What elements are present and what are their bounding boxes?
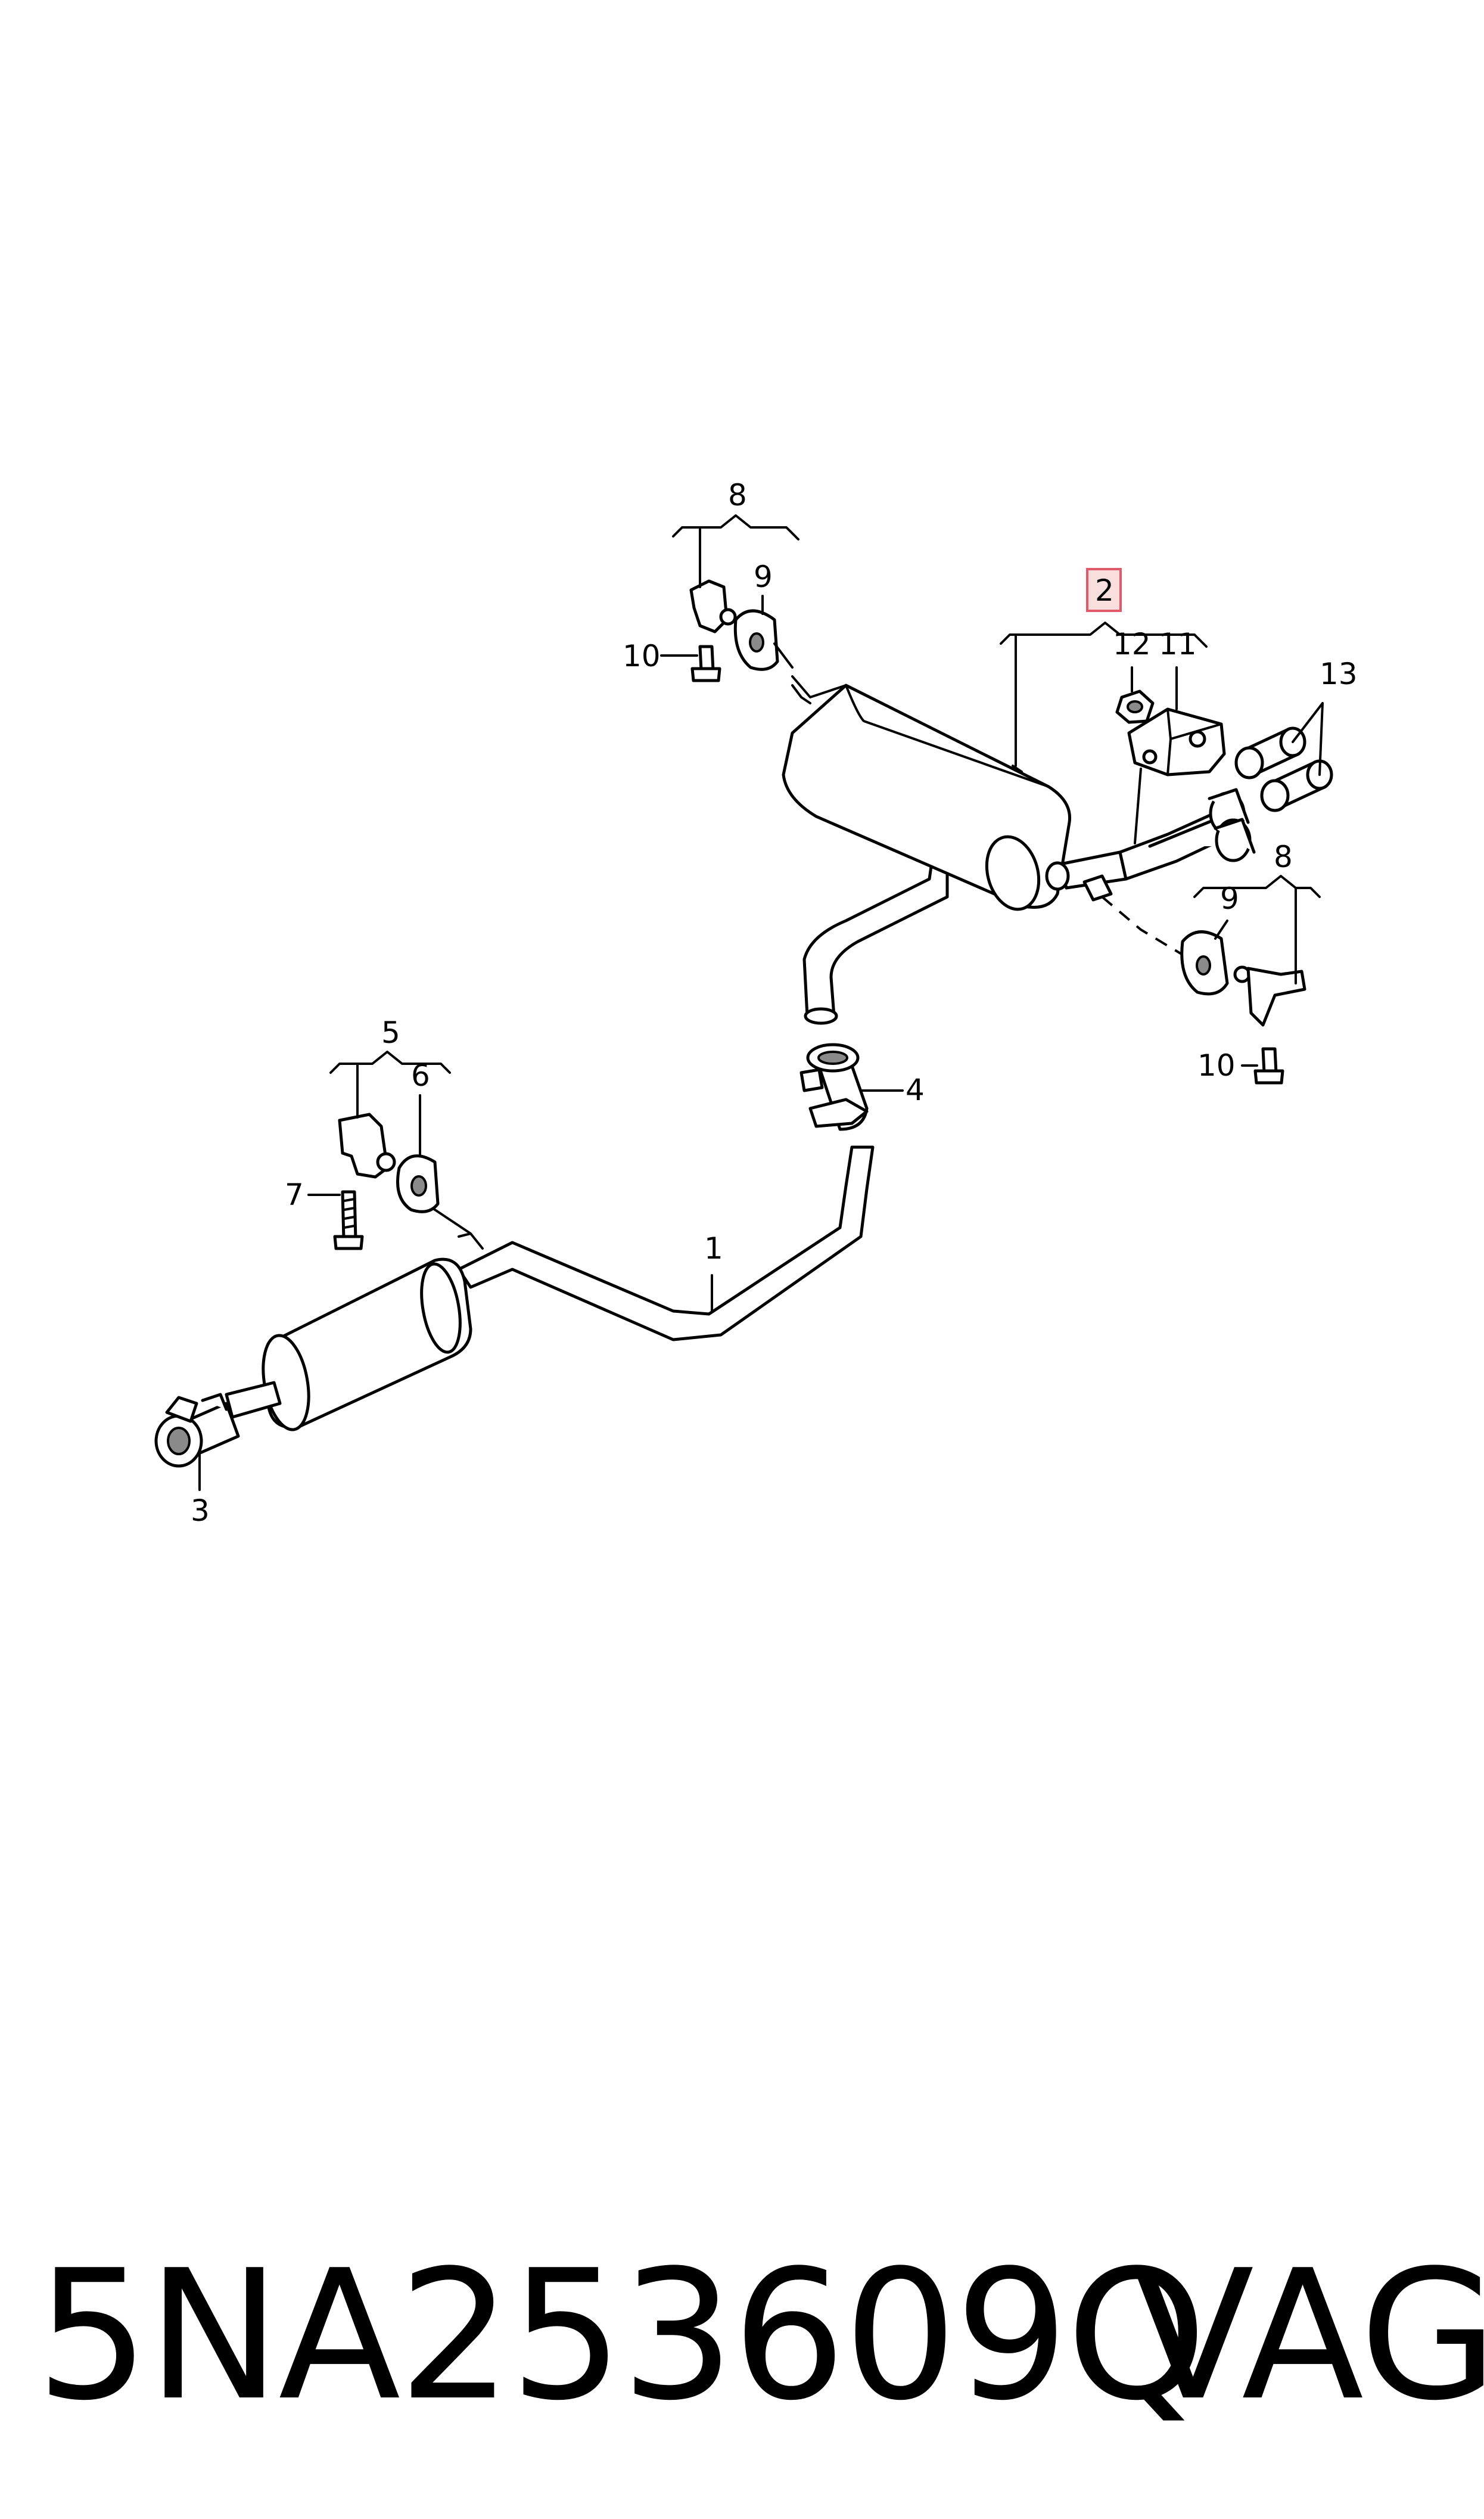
hanger-bracket-right bbox=[1246, 967, 1306, 1027]
callout-10-right: 10 bbox=[1197, 1048, 1236, 1083]
callout-4: 4 bbox=[906, 1073, 925, 1107]
callout-10-top: 10 bbox=[623, 639, 661, 673]
callout-2-highlight bbox=[1086, 568, 1122, 612]
callout-6: 6 bbox=[411, 1058, 430, 1093]
callout-labels: 1 2 3 4 5 6 7 8 9 10 12 11 13 8 9 10 bbox=[191, 478, 1358, 1528]
callout-2: 2 bbox=[1095, 573, 1114, 608]
tailpipe-tips bbox=[1234, 726, 1333, 812]
nut bbox=[1115, 689, 1155, 724]
bolt-top bbox=[698, 645, 715, 672]
top-hanger bbox=[689, 579, 794, 682]
footer: 5NA253609Q VAG bbox=[36, 2229, 1484, 2443]
callout-11: 11 bbox=[1159, 627, 1197, 661]
callout-8-right: 8 bbox=[1274, 840, 1293, 874]
callout-7: 7 bbox=[285, 1178, 304, 1212]
callout-8-top: 8 bbox=[728, 478, 747, 513]
twin-tailpipe bbox=[1118, 788, 1256, 881]
callout-9-top: 9 bbox=[754, 560, 773, 594]
clamp-front bbox=[154, 1393, 240, 1468]
brand-name: VAG bbox=[1132, 2232, 1484, 2440]
bolt-right bbox=[1261, 1047, 1278, 1074]
rear-silencer bbox=[782, 684, 1072, 911]
right-hanger bbox=[1180, 930, 1306, 1085]
front-pipe-assembly bbox=[225, 1145, 875, 1431]
callout-12: 12 bbox=[1113, 627, 1151, 661]
callout-leaders bbox=[198, 514, 1324, 1491]
rear-pipe-assembly bbox=[782, 675, 1256, 1025]
clamp-middle bbox=[799, 1043, 904, 1131]
part-number: 5NA253609Q bbox=[36, 2232, 1207, 2440]
silencer-inlet-pipe bbox=[225, 1381, 282, 1419]
callout-1: 1 bbox=[704, 1231, 723, 1266]
middle-silencer bbox=[262, 1257, 472, 1431]
callout-5: 5 bbox=[381, 1015, 400, 1050]
callout-9-right: 9 bbox=[1220, 881, 1239, 916]
hanger-bracket-front bbox=[338, 1113, 389, 1179]
callout-3: 3 bbox=[191, 1493, 210, 1528]
front-pipe bbox=[457, 1145, 875, 1341]
front-hanger bbox=[333, 1113, 440, 1250]
rear-inlet-pipe bbox=[802, 856, 949, 1018]
hanger-bracket-top bbox=[689, 579, 729, 633]
callout-13: 13 bbox=[1320, 657, 1358, 691]
exhaust-flap-actuator bbox=[1127, 707, 1226, 776]
